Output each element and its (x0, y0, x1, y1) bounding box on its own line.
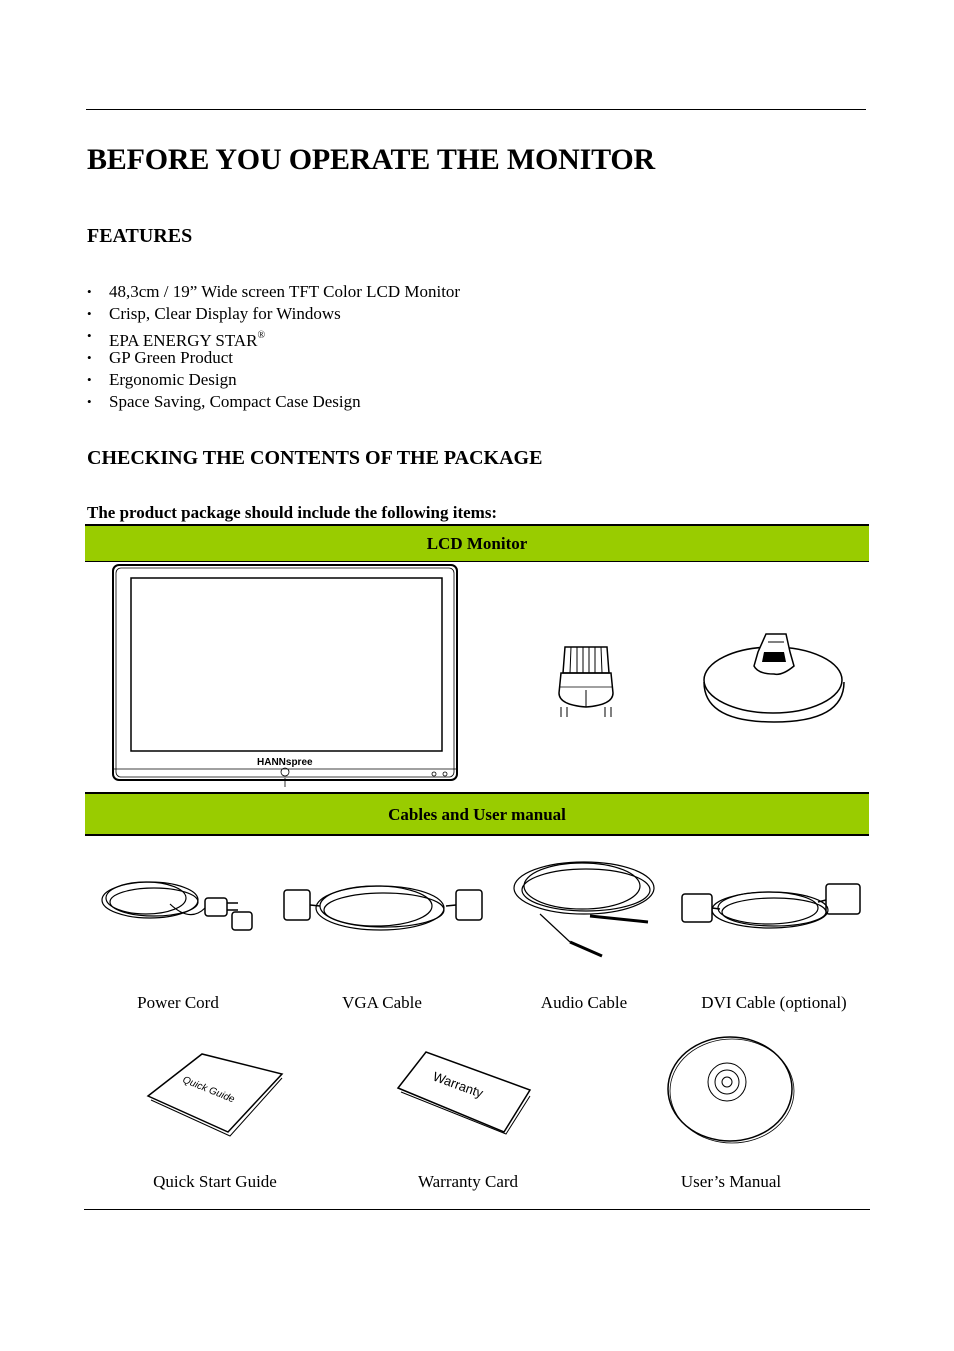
list-item: •GP Green Product (87, 348, 234, 367)
features-heading: FEATURES (87, 225, 193, 247)
package-heading: CHECKING THE CONTENTS OF THE PACKAGE (87, 447, 543, 469)
top-rule (86, 109, 866, 110)
bottom-rule (84, 1209, 870, 1210)
users-manual-label: User’s Manual (680, 1172, 782, 1191)
registered-mark: ® (257, 330, 266, 341)
list-item: •Ergonomic Design (87, 370, 237, 389)
cables-band: Cables and User manual (85, 792, 869, 836)
package-intro: The product package should include the f… (87, 503, 498, 522)
features-list: •48,3cm / 19” Wide screen TFT Color LCD … (87, 281, 460, 413)
dvi-cable-label: DVI Cable (optional) (701, 993, 847, 1012)
dvi-cable-icon (681, 883, 861, 929)
list-item: •Space Saving, Compact Case Design (87, 392, 361, 411)
lcd-monitor-band: LCD Monitor (85, 524, 869, 562)
brand-logo: HANNspree (257, 757, 313, 768)
quick-guide-icon: Quick Guide (146, 1053, 284, 1137)
warranty-card-label: Warranty Card (417, 1172, 519, 1191)
quick-start-guide-label: Quick Start Guide (153, 1172, 277, 1191)
list-item: •EPA ENERGY STAR® (87, 325, 460, 350)
warranty-card-icon: Warranty (396, 1051, 532, 1135)
stand-base-icon (703, 633, 845, 723)
lcd-monitor-icon: HANNspree (112, 564, 458, 787)
bullet-icon: • (87, 350, 92, 365)
page-title: BEFORE YOU OPERATE THE MONITOR (87, 143, 655, 176)
vga-cable-label: VGA Cable (342, 993, 422, 1012)
list-item: •Crisp, Clear Display for Windows (87, 304, 341, 323)
power-cord-icon (101, 881, 253, 931)
bullet-icon: • (87, 284, 92, 299)
bullet-icon: • (87, 306, 92, 321)
bullet-icon: • (87, 372, 92, 387)
bullet-icon: • (87, 328, 92, 343)
stand-neck-icon (558, 646, 614, 717)
audio-cable-label: Audio Cable (540, 993, 628, 1012)
list-item: •48,3cm / 19” Wide screen TFT Color LCD … (87, 282, 461, 301)
power-cord-label: Power Cord (137, 993, 219, 1012)
vga-cable-icon (283, 885, 483, 931)
cd-disc-icon (667, 1036, 795, 1144)
bullet-icon: • (87, 394, 92, 409)
audio-cable-icon (513, 861, 655, 958)
